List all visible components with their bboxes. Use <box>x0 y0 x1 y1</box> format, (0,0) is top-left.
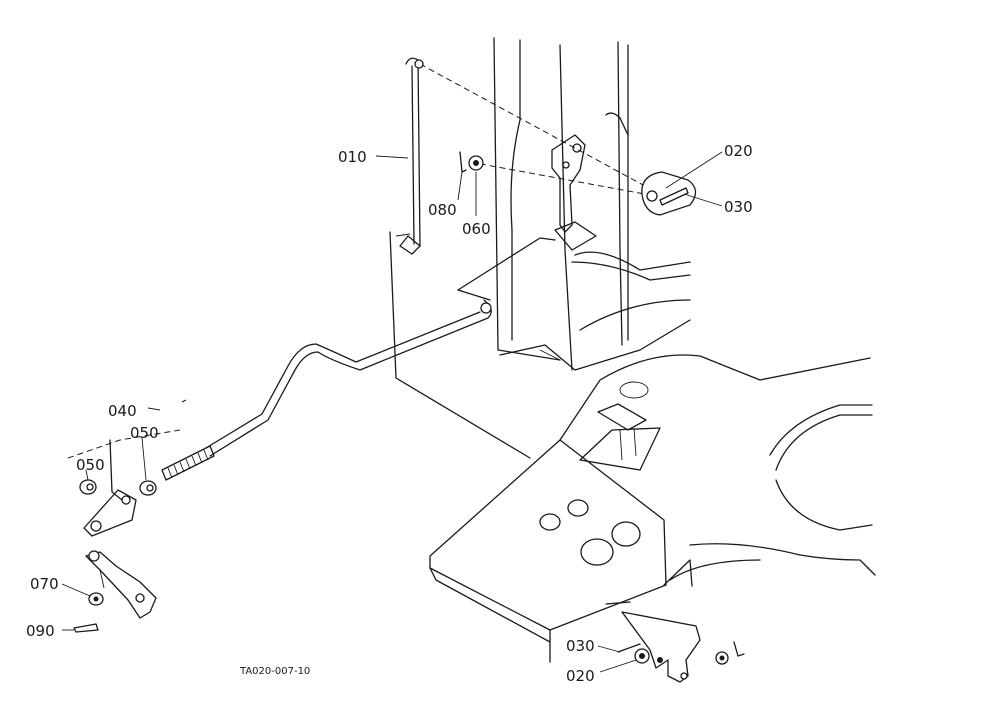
part-090-pin <box>73 623 99 633</box>
part-080-pin <box>459 151 467 173</box>
leader-lines <box>61 151 723 673</box>
part-040-rod <box>161 299 492 481</box>
part-060-washer <box>468 155 484 171</box>
part-020-plate-upper <box>641 171 697 216</box>
callout-010: 010 <box>338 148 367 166</box>
callout-090: 090 <box>26 622 55 640</box>
callout-070: 070 <box>30 575 59 593</box>
callout-060: 060 <box>462 220 491 238</box>
floor-deck <box>559 354 876 581</box>
panel-outline <box>389 231 556 459</box>
callout-020-upper: 020 <box>724 142 753 160</box>
mounting-bracket <box>551 134 597 251</box>
lower-right-bracket <box>605 601 745 683</box>
part-050-nut-left <box>79 479 97 495</box>
part-030-pin-upper <box>659 187 689 206</box>
callout-080: 080 <box>428 201 457 219</box>
callout-020-lower: 020 <box>566 667 595 685</box>
callout-030-upper: 030 <box>724 198 753 216</box>
callout-050-right: 050 <box>130 424 159 442</box>
part-030-pin-lower <box>617 643 641 653</box>
part-050-nut-right <box>139 480 157 496</box>
callout-labels: 010 020 030 080 060 040 050 050 070 090 … <box>26 142 753 685</box>
part-020-washer-lower <box>634 648 650 664</box>
callout-030-lower: 030 <box>566 637 595 655</box>
callout-040: 040 <box>108 402 137 420</box>
frame-housing <box>493 37 691 371</box>
part-070-washer <box>88 592 104 606</box>
base-plate <box>429 439 693 663</box>
part-010-rod <box>399 57 424 255</box>
callout-050-left: 050 <box>76 456 105 474</box>
swivel-bracket <box>83 439 157 619</box>
alignment-lines <box>67 63 657 459</box>
drawing-code: TA020-007-10 <box>239 666 310 677</box>
